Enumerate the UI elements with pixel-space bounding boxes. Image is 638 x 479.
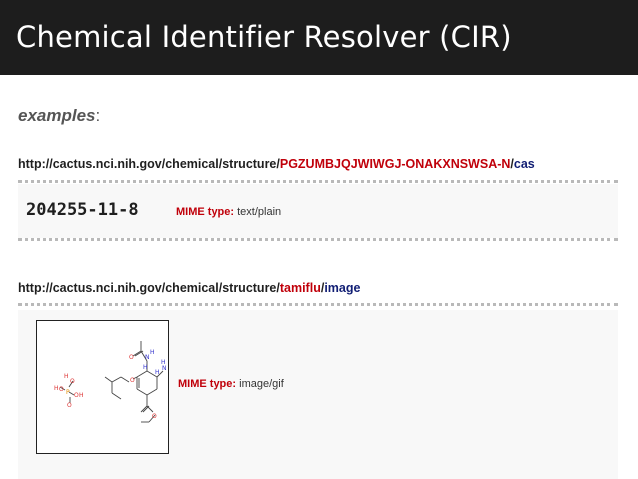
divider-dotted <box>18 303 618 306</box>
examples-colon: : <box>95 106 101 125</box>
structure-image: H O H O P O H O O N H H N H H O O <box>36 320 169 454</box>
atom-label: H <box>155 369 160 376</box>
structure-bonds <box>59 341 164 423</box>
divider-dotted <box>18 180 618 183</box>
examples-label: examples <box>18 106 96 125</box>
mime-type-info: MIME type: image/gif <box>178 378 284 390</box>
mime-type-value: image/gif <box>239 378 284 390</box>
example1-result-box: 204255-11-8 MIME type: text/plain <box>18 184 618 238</box>
atom-label: O <box>70 378 75 385</box>
slide-title: Chemical Identifier Resolver (CIR) <box>16 20 512 54</box>
url-identifier: PGZUMBJQJWIWGJ-ONAKXNSWSA-N <box>279 157 511 171</box>
mime-type-info: MIME type: text/plain <box>176 206 281 218</box>
structure-atom-labels: H O H O P O H O O N H H N H H O O <box>54 349 167 420</box>
examples-heading: examples: <box>18 106 100 126</box>
atom-label: O <box>67 402 72 409</box>
example2-result-box: H O H O P O H O O N H H N H H O O MIME t… <box>18 310 618 479</box>
url-separator: / <box>510 157 514 171</box>
atom-label: H <box>64 373 69 380</box>
url-identifier: tamiflu <box>279 281 321 295</box>
url-base: http://cactus.nci.nih.gov/chemical/struc… <box>18 281 280 295</box>
atom-label: N <box>145 354 150 361</box>
mime-type-value: text/plain <box>237 206 282 218</box>
atom-label: O <box>152 413 157 420</box>
atom-label: P <box>66 389 70 396</box>
mime-type-label: MIME type: <box>178 378 237 390</box>
atom-label: N <box>162 365 167 372</box>
url-separator: / <box>320 281 325 295</box>
atom-label: H <box>161 359 166 366</box>
tamiflu-structure-drawing: H O H O P O H O O N H H N H H O O <box>54 341 167 423</box>
example1-url[interactable]: http://cactus.nci.nih.gov/chemical/struc… <box>18 157 535 171</box>
atom-label: H <box>150 349 155 356</box>
atom-label: H <box>143 364 148 371</box>
atom-label: H <box>54 385 59 392</box>
atom-label: O <box>130 377 135 384</box>
atom-label: O <box>59 386 64 393</box>
title-bar: Chemical Identifier Resolver (CIR) <box>0 0 638 75</box>
atom-label: O <box>129 354 134 361</box>
mime-type-label: MIME type: <box>176 206 235 218</box>
url-base: http://cactus.nci.nih.gov/chemical/struc… <box>18 157 280 171</box>
divider-dotted <box>18 238 618 241</box>
example2-url[interactable]: http://cactus.nci.nih.gov/chemical/struc… <box>18 281 360 295</box>
atom-label: H <box>79 392 84 399</box>
url-representation: image <box>324 281 361 295</box>
cas-number-result: 204255-11-8 <box>26 200 139 220</box>
atom-label: O <box>74 392 79 399</box>
url-representation: cas <box>513 157 535 171</box>
